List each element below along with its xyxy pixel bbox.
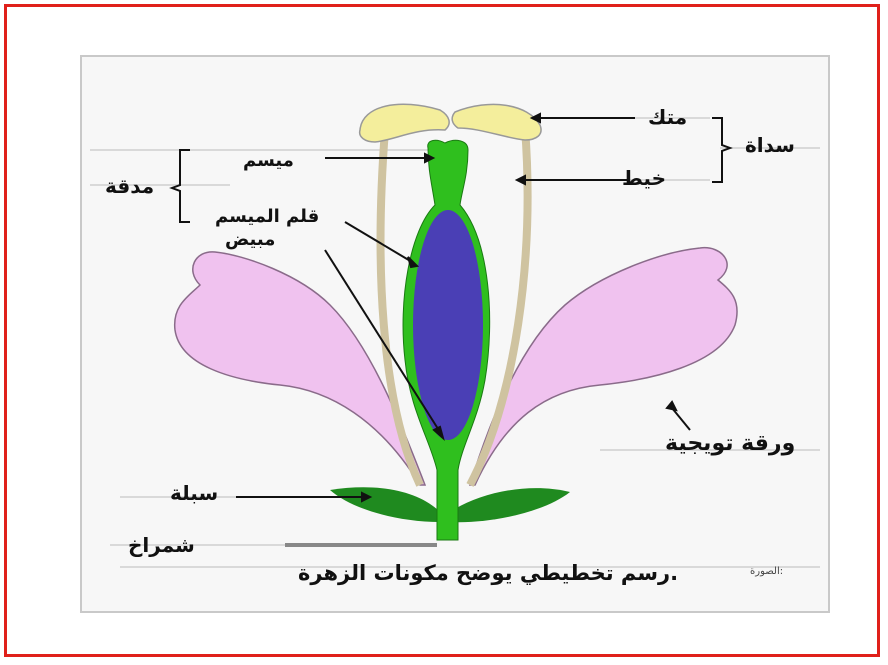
label-sepal: سبلة: [170, 481, 218, 505]
left-sepal: [330, 487, 440, 522]
right-anther: [452, 104, 541, 140]
label-anther: متك: [648, 105, 687, 129]
label-receptacle: شمراخ: [128, 533, 195, 557]
caption-text: رسم تخطيطي يوضح مكونات الزهرة.: [298, 561, 678, 585]
left-anther: [360, 104, 449, 142]
stamen-bracket: [712, 118, 730, 182]
right-sepal: [450, 488, 570, 522]
label-petal: ورقة تويجية: [665, 431, 795, 456]
label-ovary: مبيض: [225, 229, 275, 250]
label-filament: خيط: [622, 166, 666, 190]
label-pistil: مدقة: [105, 174, 154, 198]
label-stigma: ميسم: [243, 150, 294, 171]
label-style: قلم الميسم: [215, 206, 319, 227]
label-stamen: سداة: [745, 133, 795, 157]
caption-prefix: الصورة:: [750, 566, 783, 577]
